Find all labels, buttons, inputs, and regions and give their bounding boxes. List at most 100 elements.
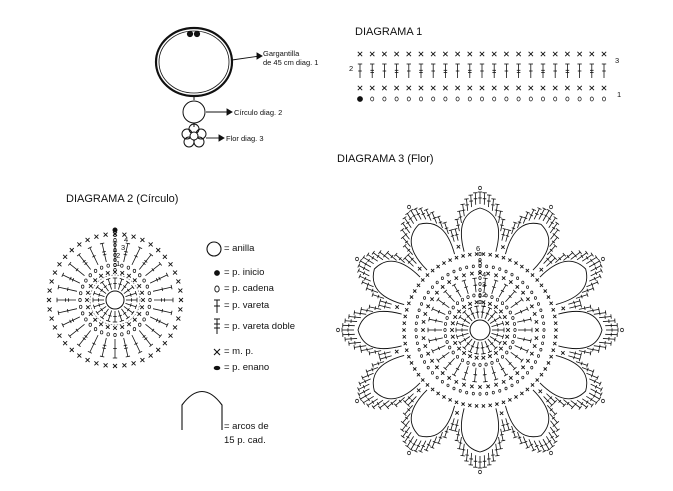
sc-stroke bbox=[402, 328, 406, 332]
tr-stitch bbox=[61, 316, 81, 328]
sc-stroke bbox=[98, 273, 104, 278]
petal-arch bbox=[460, 207, 500, 252]
chain-stitch bbox=[420, 302, 423, 306]
stitch-bar bbox=[520, 358, 524, 363]
stitch-bar bbox=[555, 221, 560, 225]
stitch-bar bbox=[376, 254, 380, 258]
petal bbox=[538, 355, 605, 410]
stitch-bar bbox=[553, 256, 557, 260]
chain-stitch bbox=[417, 308, 421, 312]
dc-stitch bbox=[100, 308, 109, 320]
tr-stitch bbox=[123, 242, 131, 263]
sc-stroke bbox=[481, 404, 486, 408]
chain-stitch bbox=[472, 293, 476, 298]
dc-stitch bbox=[582, 398, 594, 408]
stitch-bar bbox=[502, 228, 507, 230]
chain-stitch bbox=[132, 327, 137, 332]
stitch-bar bbox=[511, 227, 516, 230]
sc-stroke bbox=[503, 85, 509, 91]
dc-stitch bbox=[575, 361, 589, 368]
chain-stitch bbox=[455, 96, 460, 102]
stitch-bar bbox=[574, 351, 577, 356]
sc-stroke bbox=[553, 334, 558, 339]
sc-stroke bbox=[499, 411, 504, 416]
dc-stitch bbox=[112, 277, 118, 289]
stitch-bar bbox=[102, 250, 106, 253]
stitch-bar bbox=[594, 271, 598, 276]
dc-stitch bbox=[385, 399, 397, 410]
chain-stitch bbox=[530, 365, 534, 370]
stitch-bar bbox=[410, 257, 414, 261]
stitch-bar bbox=[432, 440, 437, 444]
stitch-bar bbox=[600, 268, 603, 273]
sc-stroke bbox=[126, 322, 132, 327]
stitch-bar bbox=[69, 319, 72, 324]
stitch-bar bbox=[360, 307, 362, 312]
stitch-bar bbox=[549, 396, 553, 400]
stitch-bar bbox=[455, 289, 460, 293]
sc-stroke bbox=[140, 237, 145, 243]
stitch-bar bbox=[103, 285, 107, 289]
stitch-bar bbox=[529, 214, 534, 217]
dc-stitch bbox=[371, 361, 385, 368]
dc-stitch bbox=[492, 327, 505, 333]
sc-stitch bbox=[52, 325, 58, 330]
sc-stitch bbox=[448, 397, 453, 402]
stitch-bar bbox=[570, 405, 575, 410]
stitch-bar bbox=[84, 262, 88, 266]
chain-stitch bbox=[478, 294, 482, 298]
sc-stitch bbox=[546, 295, 551, 299]
chain-stitch bbox=[485, 264, 489, 269]
sc-stroke bbox=[172, 325, 178, 330]
stitch-bar bbox=[590, 252, 594, 257]
sc-stitch bbox=[155, 247, 161, 253]
dc-stitch bbox=[538, 207, 547, 220]
stitch-bar bbox=[71, 277, 75, 282]
stitch-bar bbox=[400, 221, 405, 225]
sc-stitch bbox=[357, 85, 363, 91]
sc-stitch bbox=[577, 51, 583, 57]
stitch-bar bbox=[431, 306, 434, 312]
chain-stitch bbox=[414, 321, 418, 326]
chain-stitch bbox=[355, 256, 359, 262]
sc-stroke bbox=[369, 51, 375, 57]
sc-stroke bbox=[535, 378, 540, 382]
dc-stitch bbox=[462, 310, 473, 322]
petal-arch bbox=[372, 260, 421, 305]
sc-stitch bbox=[62, 254, 68, 260]
stitch-bar bbox=[61, 323, 65, 328]
stitch-bar bbox=[158, 261, 163, 266]
dc-stitch bbox=[457, 436, 463, 450]
stitch-bar bbox=[404, 233, 408, 236]
stitch-bar bbox=[585, 400, 589, 404]
diagram1-title: DIAGRAMA 1 bbox=[355, 26, 423, 38]
sc-stroke bbox=[85, 237, 90, 243]
chain-stitch bbox=[443, 334, 448, 338]
stitch-bar bbox=[461, 333, 464, 337]
sc-stitch bbox=[474, 252, 479, 256]
dc-stitch bbox=[125, 303, 137, 310]
sc-stitch bbox=[487, 301, 493, 306]
sc-stroke bbox=[98, 322, 104, 327]
sc-stroke bbox=[406, 354, 411, 359]
sc-stroke bbox=[479, 51, 485, 57]
sc-stroke bbox=[162, 254, 168, 260]
stitch-bar bbox=[605, 310, 607, 315]
sc-stitch bbox=[394, 85, 400, 91]
sc-stitch bbox=[442, 261, 446, 265]
stitch-bar bbox=[457, 210, 462, 212]
dc-stitch bbox=[428, 337, 443, 344]
stitch-bar bbox=[598, 307, 600, 312]
dc-stitch bbox=[477, 456, 483, 469]
sc-stitch bbox=[456, 346, 462, 351]
stitch-bar bbox=[584, 306, 586, 310]
sc-stroke bbox=[543, 289, 548, 293]
sc-stitch bbox=[402, 334, 407, 339]
sc-stroke bbox=[412, 367, 417, 371]
dc-stitch bbox=[500, 218, 506, 232]
stitch-bar bbox=[67, 334, 72, 339]
dc-stitch bbox=[454, 218, 460, 232]
sc-stitch bbox=[430, 297, 435, 302]
tr-stitch bbox=[418, 63, 424, 78]
chain-stitch bbox=[451, 350, 455, 355]
